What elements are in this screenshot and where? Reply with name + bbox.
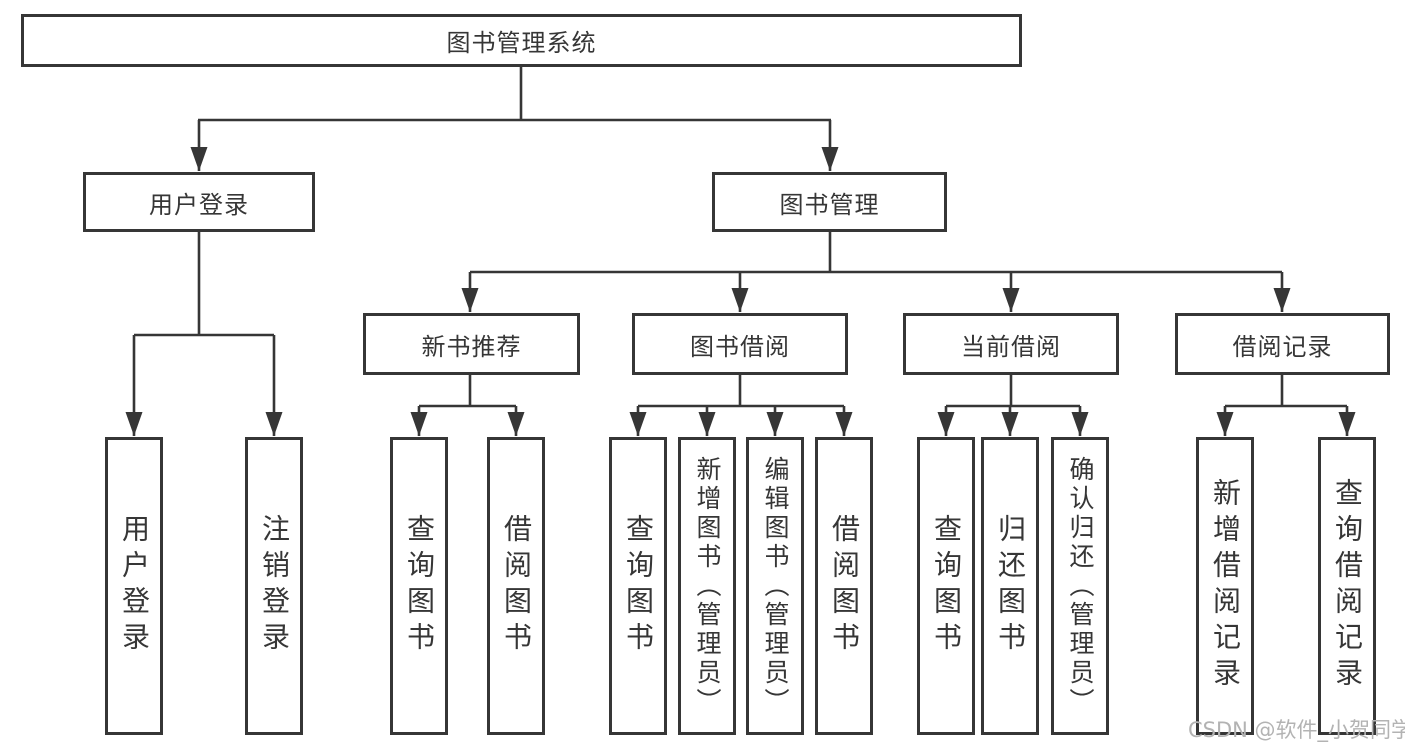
node-label: 新书推荐 — [421, 332, 522, 361]
leaf-logout: 注销登录 — [245, 437, 303, 735]
leaf-add-books-admin: 新增图书（管理员） — [678, 437, 736, 735]
leaf-label: 借阅图书 — [828, 514, 861, 658]
node-current-borrowing: 当前借阅 — [903, 313, 1119, 375]
node-borrowing-records: 借阅记录 — [1175, 313, 1390, 375]
node-label: 用户登录 — [149, 190, 249, 219]
leaf-borrow-books-recommend: 借阅图书 — [487, 437, 545, 735]
node-library-system: 图书管理系统 — [21, 14, 1022, 67]
leaf-query-books-borrowing: 查询图书 — [609, 437, 667, 735]
node-book-management: 图书管理 — [712, 172, 947, 232]
leaf-label: 查询借阅记录 — [1331, 478, 1364, 694]
leaf-label: 查询图书 — [930, 514, 963, 658]
node-user-login: 用户登录 — [83, 172, 315, 232]
node-label: 图书借阅 — [690, 332, 790, 361]
leaf-label: 归还图书 — [994, 514, 1027, 658]
leaf-return-books: 归还图书 — [981, 437, 1039, 735]
leaf-label: 注销登录 — [258, 514, 291, 658]
csdn-watermark: CSDN @软件_小贺同学 — [1188, 718, 1405, 742]
node-label: 借阅记录 — [1232, 332, 1333, 361]
leaf-query-books-recommend: 查询图书 — [390, 437, 448, 735]
leaf-label: 查询图书 — [403, 514, 436, 658]
leaf-confirm-return-admin: 确认归还（管理员） — [1051, 437, 1109, 735]
leaf-add-borrow-record: 新增借阅记录 — [1196, 437, 1254, 735]
leaf-label: 新增图书（管理员） — [693, 455, 722, 717]
leaf-label: 查询图书 — [622, 514, 655, 658]
leaf-user-login: 用户登录 — [105, 437, 163, 735]
node-label: 当前借阅 — [961, 332, 1061, 361]
leaf-label: 编辑图书（管理员） — [761, 455, 790, 717]
leaf-query-books-current: 查询图书 — [917, 437, 975, 735]
leaf-label: 借阅图书 — [500, 514, 533, 658]
node-label: 图书管理系统 — [446, 29, 597, 57]
leaf-label: 确认归还（管理员） — [1066, 455, 1095, 717]
leaf-edit-books-admin: 编辑图书（管理员） — [746, 437, 804, 735]
leaf-query-borrow-record: 查询借阅记录 — [1318, 437, 1376, 735]
leaf-label: 新增借阅记录 — [1209, 478, 1242, 694]
node-book-borrowing: 图书借阅 — [632, 313, 848, 375]
node-label: 图书管理 — [779, 190, 880, 219]
leaf-borrow-books: 借阅图书 — [815, 437, 873, 735]
leaf-label: 用户登录 — [118, 514, 151, 658]
node-new-book-recommend: 新书推荐 — [363, 313, 580, 375]
